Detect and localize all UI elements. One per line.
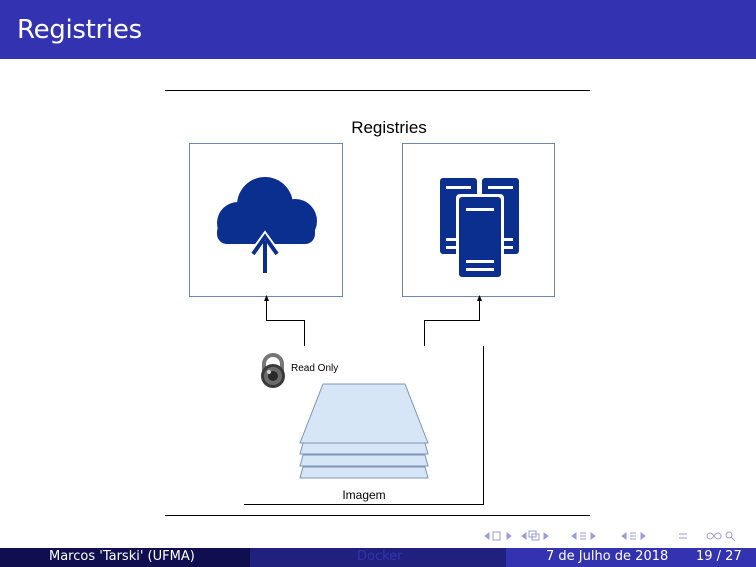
footer-short-title: Docker [357,549,403,564]
footer-date: 7 de Julho de 2018 [546,549,669,564]
figure-title: Registries [351,118,427,137]
footer-date-panel: 7 de Julho de 2018 19 / 27 [506,548,756,567]
footer-page-number: 19 / 27 [696,549,742,564]
arrow-head-left [264,295,269,301]
nav-equals-icon[interactable] [679,533,687,539]
servers-icon [440,178,519,280]
footer-author: Marcos 'Tarski' (UFMA) [49,549,195,564]
image-layers-stack [299,383,429,479]
nav-section-icon[interactable] [571,532,596,540]
slide-header: Registries [0,0,756,59]
beamer-navigation[interactable] [482,528,747,544]
footer-title-panel: Docker [250,548,506,567]
arrow-head-right [477,295,482,301]
image-label: Imagem [342,488,385,502]
nav-frame-prev-icon[interactable] [484,531,512,541]
nav-search-icon[interactable] [706,531,736,542]
cloud-upload-icon [217,177,317,276]
read-only-label: Read Only [291,363,338,374]
connector-lines [244,299,484,505]
padlock-icon [261,353,285,388]
slide-title: Registries [17,15,142,45]
slide-footer: Marcos 'Tarski' (UFMA) Docker 7 de Julho… [0,548,756,567]
nav-document-icon[interactable] [621,532,646,540]
nav-subsection-icon[interactable] [521,530,549,541]
footer-author-panel: Marcos 'Tarski' (UFMA) [0,548,250,567]
